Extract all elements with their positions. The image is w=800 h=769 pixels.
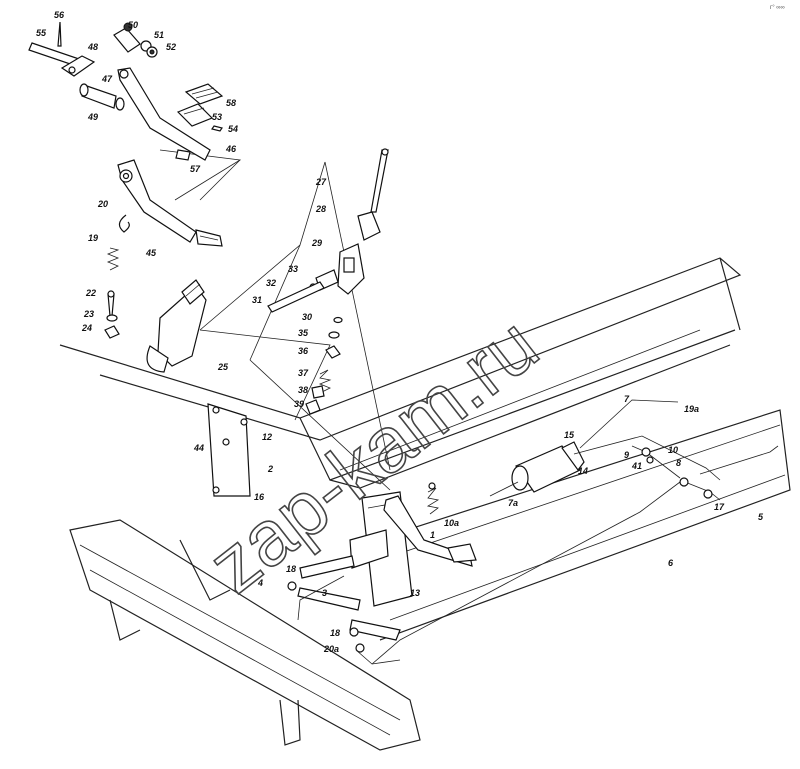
label-41: 41: [631, 461, 642, 471]
label-50: 50: [128, 20, 138, 30]
label-18-lower: 18: [330, 628, 340, 638]
label-6: 6: [668, 558, 674, 568]
label-54: 54: [228, 124, 238, 134]
corner-mark: г° ∞∞: [770, 5, 785, 11]
label-53: 53: [212, 112, 222, 122]
label-13: 13: [410, 588, 420, 598]
label-25: 25: [217, 362, 229, 372]
nut-52: [146, 46, 158, 58]
label-20: 20: [97, 199, 108, 209]
label-1: 1: [430, 530, 435, 540]
label-7a: 7a: [508, 498, 518, 508]
label-33: 33: [288, 264, 298, 274]
washer-30: [333, 316, 343, 324]
label-58: 58: [226, 98, 236, 108]
label-45: 45: [145, 248, 157, 258]
screw-54: [211, 125, 223, 132]
label-23: 23: [83, 309, 94, 319]
hydraulic-lines: [297, 399, 779, 665]
label-7: 7: [624, 394, 630, 404]
nut-39: [305, 399, 321, 415]
label-48: 48: [87, 42, 98, 52]
push-rod-27: [370, 148, 389, 213]
label-51: 51: [154, 30, 164, 40]
label-19: 19: [88, 233, 98, 243]
label-55: 55: [36, 28, 47, 38]
label-49: 49: [87, 112, 98, 122]
label-56: 56: [54, 10, 65, 20]
label-30: 30: [302, 312, 312, 322]
pedal-pad-53: [176, 103, 214, 127]
label-5: 5: [758, 512, 764, 522]
washer-23: [106, 314, 118, 322]
label-39: 39: [294, 399, 304, 409]
label-2: 2: [267, 464, 273, 474]
label-18-upper: 18: [286, 564, 296, 574]
label-19a: 19a: [684, 404, 699, 414]
clutch-pedal-lever-45: [117, 159, 223, 247]
label-38: 38: [298, 385, 308, 395]
label-44: 44: [193, 443, 204, 453]
label-10a: 10a: [444, 518, 459, 528]
leader-lines: [159, 149, 391, 491]
label-4: 4: [257, 578, 263, 588]
spring-clip-20: [118, 214, 130, 233]
spring-19: [106, 247, 120, 271]
frame-side-rail: [59, 257, 791, 641]
label-27: 27: [315, 177, 327, 187]
label-3: 3: [322, 588, 327, 598]
label-9: 9: [624, 450, 629, 460]
nut-24: [104, 325, 120, 339]
bushing-38: [311, 385, 325, 399]
label-47: 47: [101, 74, 113, 84]
label-32: 32: [266, 278, 276, 288]
label-10: 10: [668, 445, 678, 455]
frame-cross-member: [69, 519, 421, 751]
label-29: 29: [311, 238, 322, 248]
pin-22: [107, 290, 115, 317]
rod-31: [267, 281, 325, 313]
brake-pedal-lever-46: [117, 67, 211, 161]
label-8: 8: [676, 458, 681, 468]
bushing-49: [115, 97, 125, 111]
label-52: 52: [166, 42, 176, 52]
label-46: 46: [225, 144, 237, 154]
boot-28: [357, 211, 381, 241]
callout-labels: 56 50 55 48 51 52 47 49 58 53 54 46 57 2…: [36, 10, 764, 654]
label-20a: 20a: [323, 644, 339, 654]
cotter-pin-56: [57, 21, 62, 47]
label-24: 24: [81, 323, 92, 333]
label-37: 37: [298, 368, 309, 378]
label-22: 22: [85, 288, 96, 298]
label-16: 16: [254, 492, 265, 502]
bracket-plate-44: [207, 403, 251, 497]
label-28: 28: [315, 204, 326, 214]
washer-35: [328, 331, 340, 339]
master-cylinder-25: [146, 279, 207, 373]
label-31: 31: [252, 295, 262, 305]
label-57: 57: [190, 164, 201, 174]
pedal-bracket-assembly: [287, 482, 477, 653]
label-17: 17: [714, 502, 725, 512]
label-15: 15: [564, 430, 575, 440]
label-14: 14: [578, 466, 588, 476]
bracket-57: [175, 149, 191, 161]
nut-36: [325, 345, 341, 359]
bushing-47: [79, 83, 117, 109]
lever-48: [60, 55, 96, 77]
label-35: 35: [298, 328, 309, 338]
pedal-pad-58: [184, 83, 224, 105]
cylinder-29: [337, 243, 365, 295]
booster-cylinder-14: [489, 441, 585, 497]
bolt-50: [113, 22, 141, 53]
label-12: 12: [262, 432, 272, 442]
label-36: 36: [298, 346, 309, 356]
spring-37: [318, 369, 332, 393]
